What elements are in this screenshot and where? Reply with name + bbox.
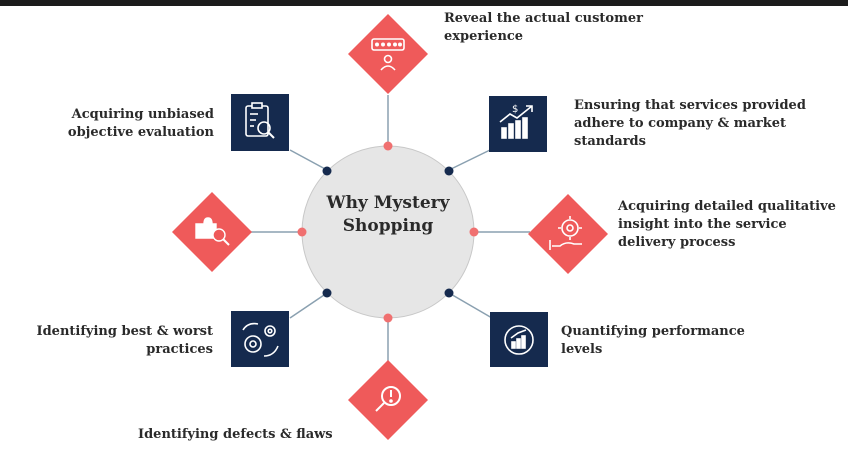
- connector-top-right: [448, 149, 491, 171]
- label-ensuring-standards: Ensuring that services provided adhere t…: [574, 98, 806, 149]
- dot-bottom-right: [444, 288, 454, 298]
- dot-bottom-left: [322, 288, 332, 298]
- connector-bottom-left: [289, 292, 328, 319]
- node-right: [528, 194, 608, 274]
- alert-search-icon: [375, 386, 401, 412]
- node-bottom-right: [490, 312, 548, 367]
- connector-top-left: [289, 149, 328, 171]
- node-top-left: [231, 94, 289, 151]
- node-top: [348, 14, 428, 94]
- node-bottom: [348, 360, 428, 440]
- node-left: [172, 192, 252, 272]
- rating-icon: [371, 38, 405, 71]
- dot-top: [383, 141, 393, 151]
- dot-top-left: [322, 166, 332, 176]
- svg-text:$: $: [512, 104, 518, 115]
- puzzle-search-icon: [195, 217, 230, 246]
- clipboard-search-icon: [245, 102, 275, 139]
- label-unbiased-evaluation: Acquiring unbiased objective evaluation: [67, 107, 214, 140]
- dot-bottom: [383, 313, 393, 323]
- label-reveal-customer-experience: Reveal the actual customer experience: [444, 11, 643, 44]
- gears-icon: [242, 322, 279, 357]
- gauge-chart-icon: [504, 325, 534, 355]
- node-top-right: $: [489, 96, 547, 152]
- label-best-worst-practices: Identifying best & worst practices: [36, 324, 214, 357]
- label-identifying-defects: Identifying defects & flaws: [138, 427, 333, 442]
- top-bar: [0, 0, 848, 6]
- label-quantifying-performance: Quantifying performance levels: [561, 324, 745, 357]
- node-bottom-left: [231, 311, 289, 367]
- dot-right: [469, 227, 479, 237]
- dot-top-right: [444, 166, 454, 176]
- label-qualitative-insight: Acquiring detailed qualitative insight i…: [618, 199, 836, 250]
- hand-gear-icon: [549, 216, 582, 250]
- connectors: [250, 95, 530, 362]
- center-title: Why Mystery Shopping: [326, 193, 450, 236]
- growth-chart-icon: $: [499, 104, 533, 139]
- circle-dots: [297, 141, 479, 323]
- connector-bottom-right: [448, 292, 493, 319]
- dot-left: [297, 227, 307, 237]
